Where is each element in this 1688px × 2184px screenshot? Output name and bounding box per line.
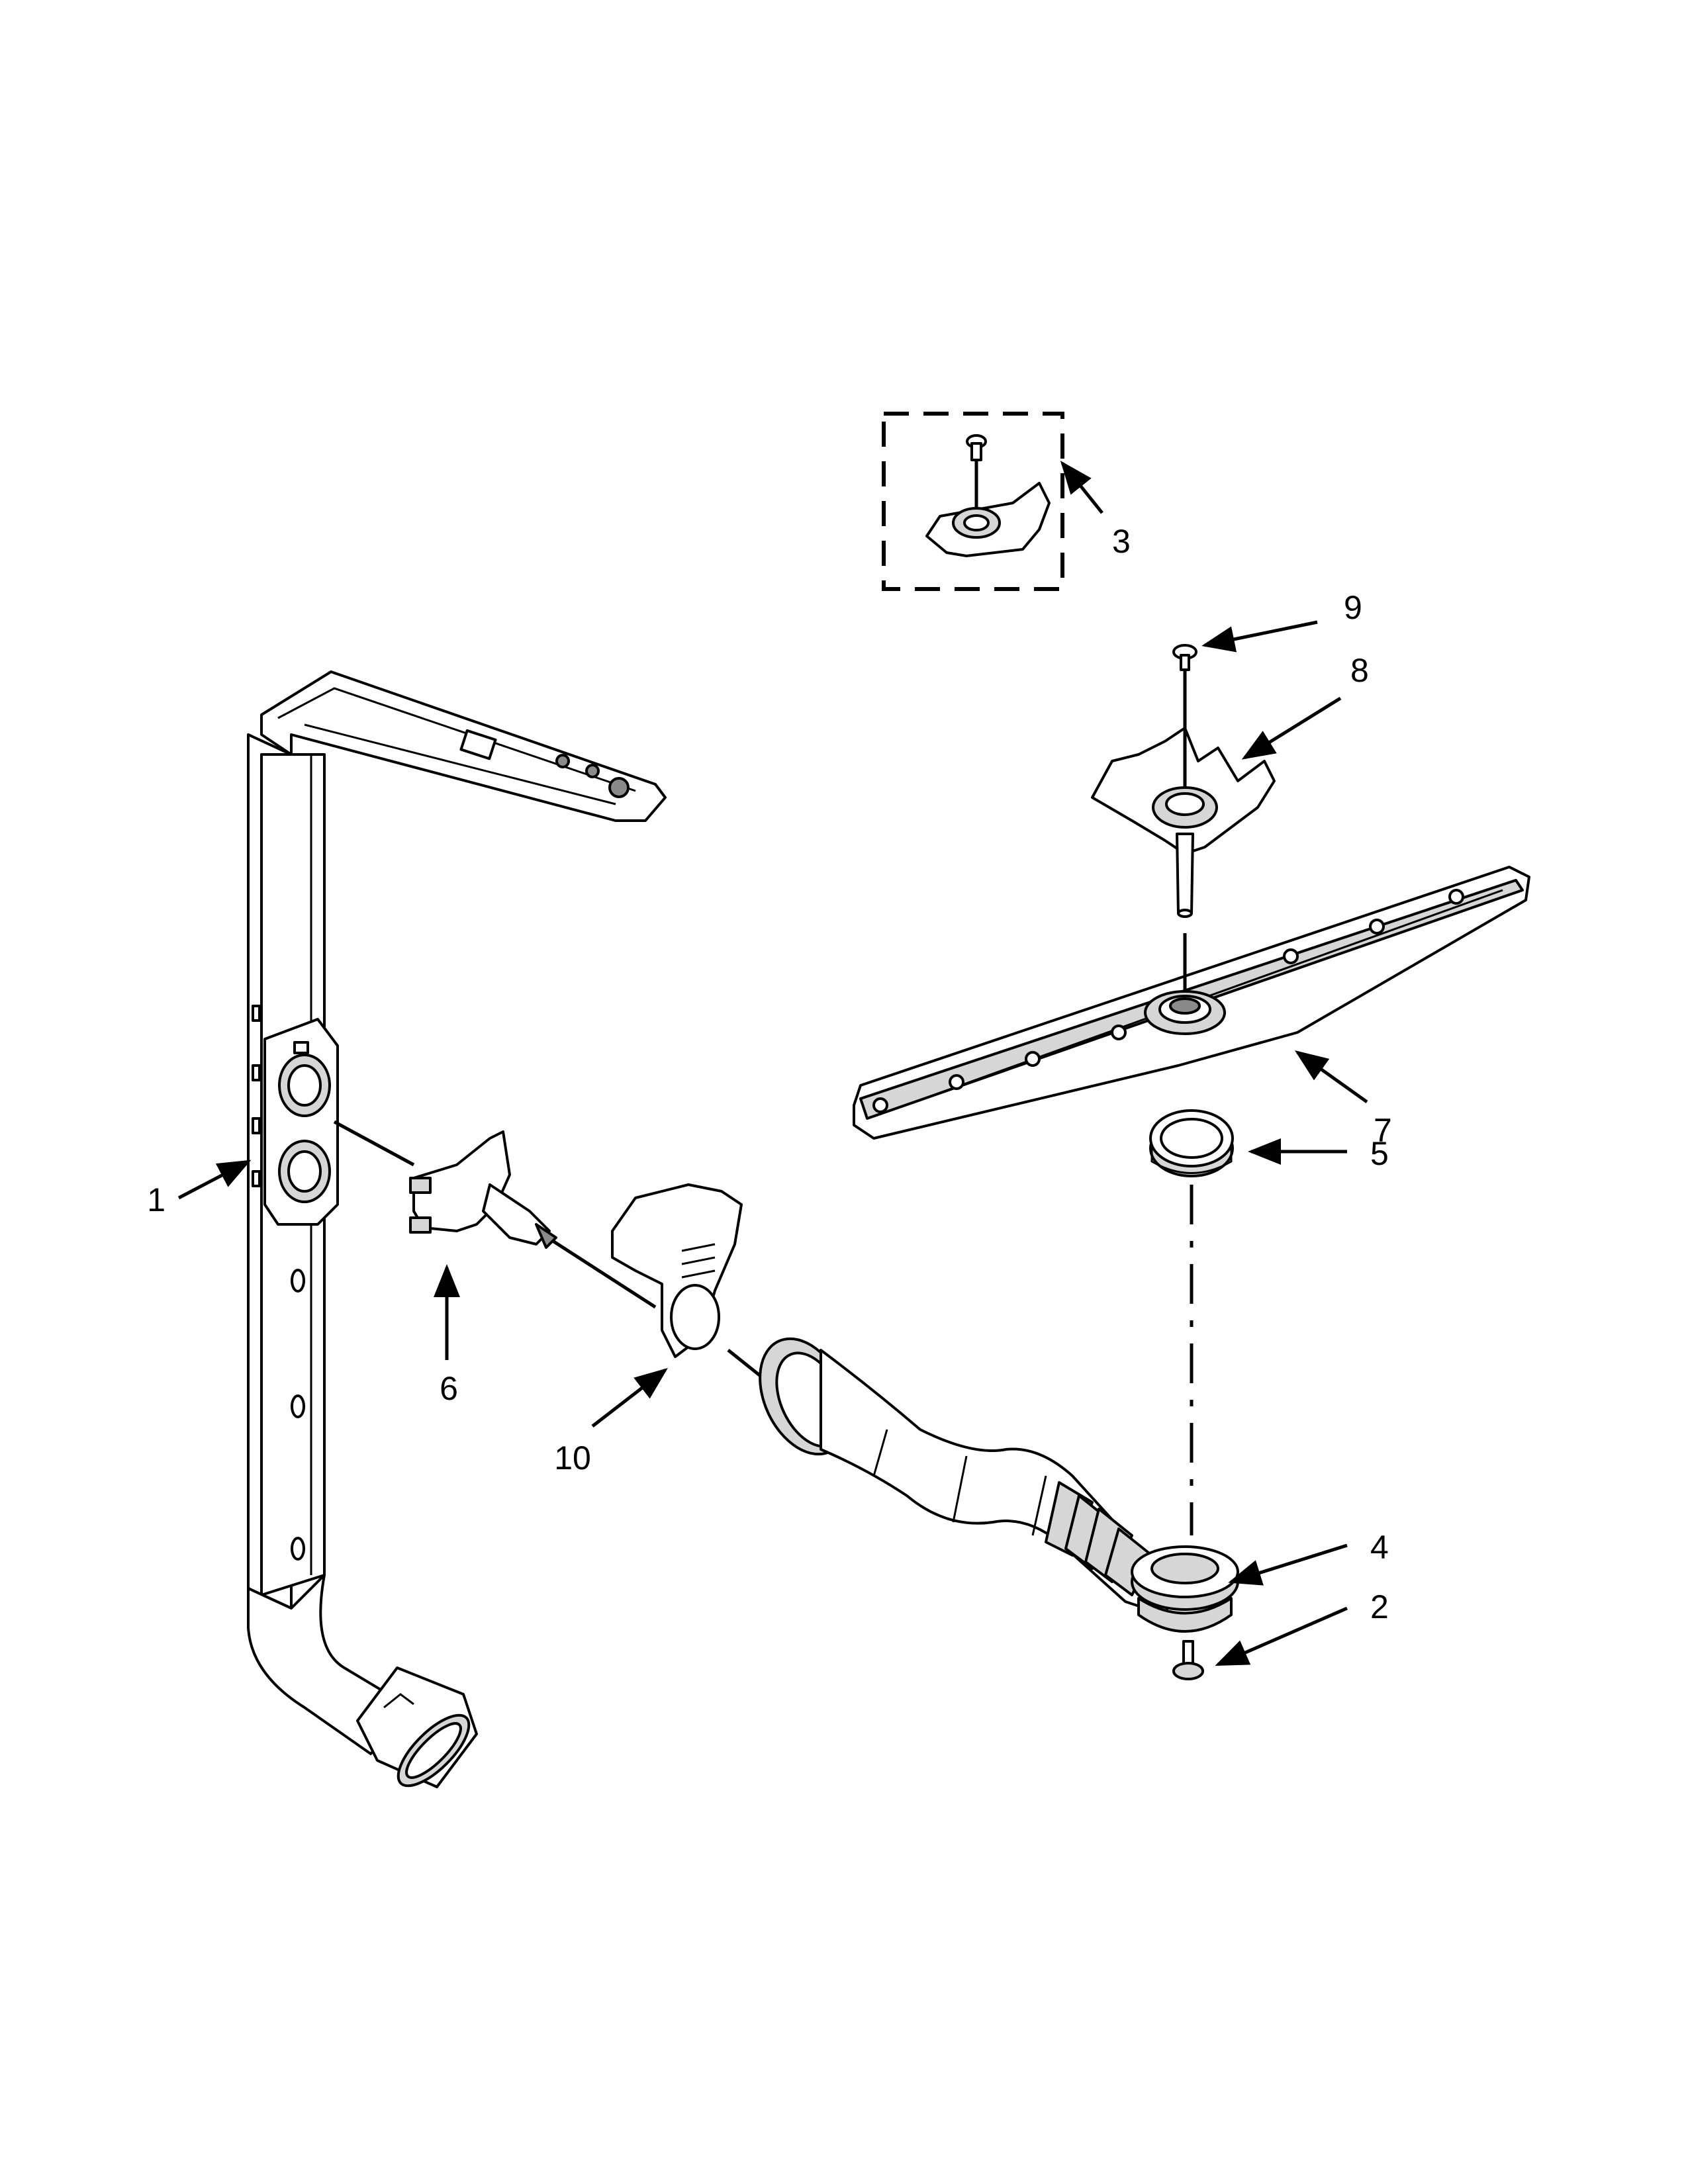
bracket-part-8[interactable] [1091,668,1276,918]
ring-part-5[interactable] [1149,1109,1234,1177]
callout-9: 9 [1344,589,1362,626]
screw-part-9[interactable] [1172,644,1197,671]
clip-part-6[interactable] [333,1120,557,1249]
callout-4: 4 [1370,1529,1389,1566]
leader-lines [177,461,1368,1666]
callout-7: 7 [1374,1112,1392,1149]
callout-2: 2 [1370,1588,1389,1625]
spray-arm-part-7[interactable] [853,866,1530,1140]
callout-10: 10 [554,1439,591,1477]
feed-tube-part-4[interactable] [743,1324,1239,1633]
callout-5: 5 [1370,1135,1389,1172]
bracket-part-10[interactable] [551,1183,763,1378]
screw-part-2[interactable] [1172,1640,1204,1680]
supply-tube-part-1[interactable] [247,670,667,1796]
callout-6: 6 [440,1370,458,1407]
hub-assembly-part-3[interactable] [882,412,1064,591]
callout-8: 8 [1350,652,1369,689]
callout-3: 3 [1112,523,1131,560]
callout-1: 1 [147,1181,165,1218]
